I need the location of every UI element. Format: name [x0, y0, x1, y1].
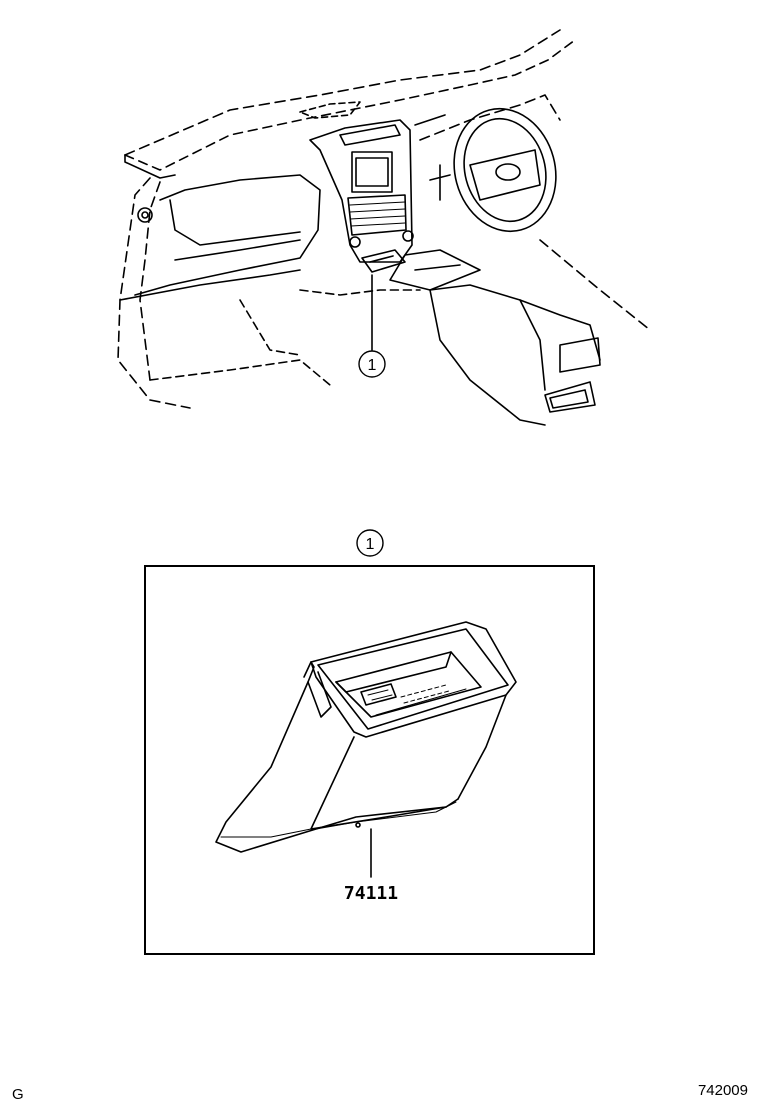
switch-cover-part-drawing: 74111	[215, 621, 517, 904]
detail-callout-number: 1	[366, 536, 375, 553]
part-number-label: 74111	[344, 883, 398, 904]
detail-frame: 74111	[144, 565, 595, 955]
overview-callout-number: 1	[368, 357, 377, 374]
footer-right-code: 742009	[697, 1082, 748, 1099]
detail-callout-marker: 1	[356, 529, 384, 557]
footer-left-code: G	[12, 1086, 24, 1103]
dashboard-overview-drawing: 1	[117, 29, 651, 426]
